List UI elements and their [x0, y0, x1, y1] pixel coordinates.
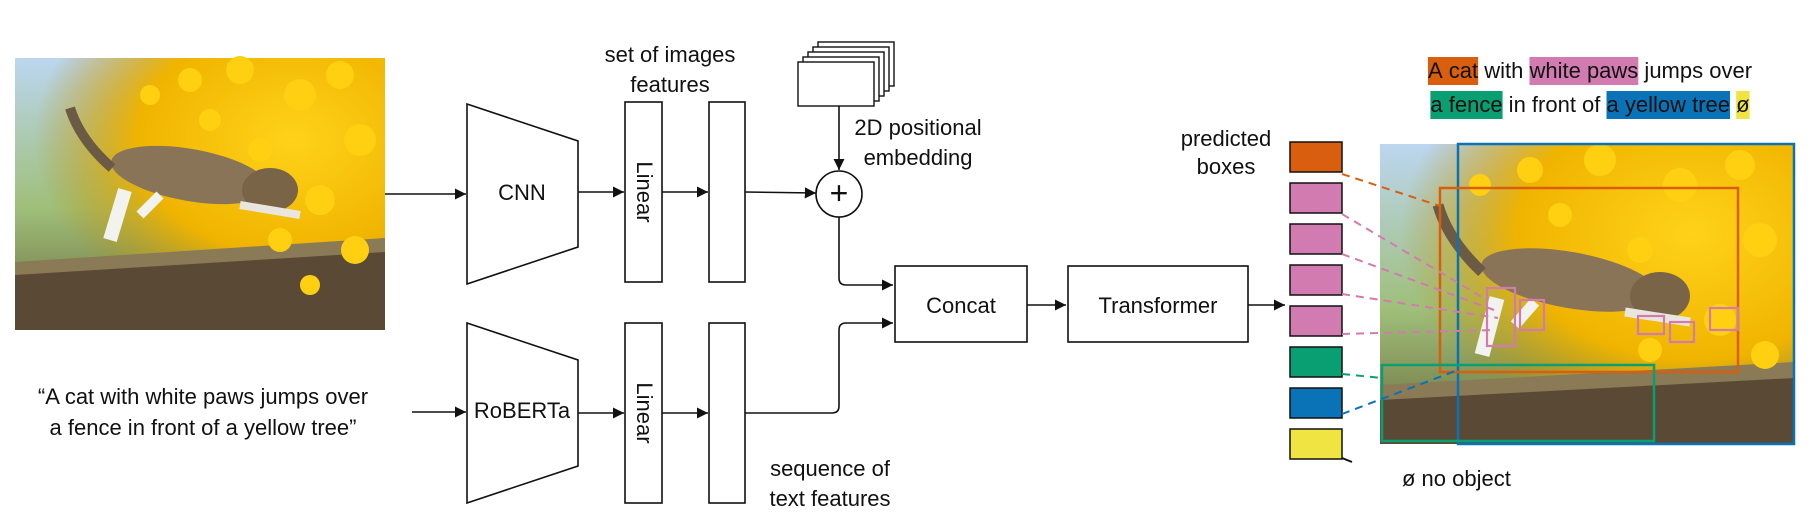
transformer-block [1067, 265, 1249, 343]
caption-segment: A cat [1428, 58, 1478, 83]
text-features-label-1: sequence of [770, 456, 891, 481]
no-object-connector [1341, 457, 1353, 463]
transformer-label: Transformer [1099, 293, 1218, 318]
fence-bbox [1380, 363, 1656, 443]
predicted-boxes-column [1289, 141, 1343, 460]
caption-highlight [1606, 91, 1731, 119]
image-features-label-1: set of images [605, 42, 736, 67]
caption-highlight [1427, 57, 1479, 85]
caption-segment: white paws [1528, 58, 1638, 83]
positional-embedding-stack [797, 41, 895, 107]
input-text-line-2: a fence in front of a yellow tree” [50, 415, 357, 440]
image-features-block [708, 101, 746, 283]
caption-highlight [1529, 57, 1639, 85]
predicted-box-5 [1289, 305, 1343, 337]
caption-segment: with [1478, 58, 1529, 83]
caption-segment: in front of [1503, 92, 1607, 117]
predicted-box-4 [1289, 264, 1343, 296]
text-features-label-2: text features [769, 486, 890, 511]
input-text-line-1: “A cat with white paws jumps over [38, 384, 368, 409]
concat-block [894, 265, 1028, 343]
box-connectors [1341, 173, 1499, 415]
linear-bottom-block [624, 322, 663, 504]
roberta-label: RoBERTa [474, 398, 571, 423]
cnn-label: CNN [498, 180, 546, 205]
linear-top-label: Linear [632, 161, 657, 222]
predicted-label-1: predicted [1181, 126, 1272, 151]
output-photo [1380, 144, 1794, 444]
predicted-box-2 [1289, 182, 1343, 214]
cat-bbox [1438, 186, 1740, 374]
caption-segment: jumps over [1638, 58, 1752, 83]
predicted-box-1 [1289, 141, 1343, 173]
linear-bottom-label: Linear [632, 382, 657, 443]
caption-segment: ø [1736, 92, 1749, 117]
cnn-block [466, 102, 579, 286]
tree-bbox [1456, 142, 1796, 446]
predicted-box-6 [1289, 346, 1343, 378]
caption-segment: a fence [1430, 92, 1502, 117]
concat-label: Concat [926, 293, 996, 318]
caption-highlight [1736, 91, 1750, 119]
predicted-box-3 [1289, 223, 1343, 255]
pos-embed-label-1: 2D positional [854, 115, 981, 140]
predicted-label-2: boxes [1197, 154, 1256, 179]
no-object-label: ø no object [1402, 466, 1511, 491]
pos-embed-label-2: embedding [864, 145, 973, 170]
roberta-block [466, 321, 579, 505]
image-features-label-2: features [630, 72, 710, 97]
predicted-box-8 [1289, 428, 1343, 460]
text-features-block [708, 322, 746, 504]
caption-highlight [1430, 91, 1503, 119]
predicted-box-7 [1289, 387, 1343, 419]
plus-icon: + [830, 175, 849, 211]
paw-bboxes [1485, 286, 1740, 348]
caption-segment: a yellow tree [1607, 92, 1731, 117]
input-photo [15, 56, 385, 330]
